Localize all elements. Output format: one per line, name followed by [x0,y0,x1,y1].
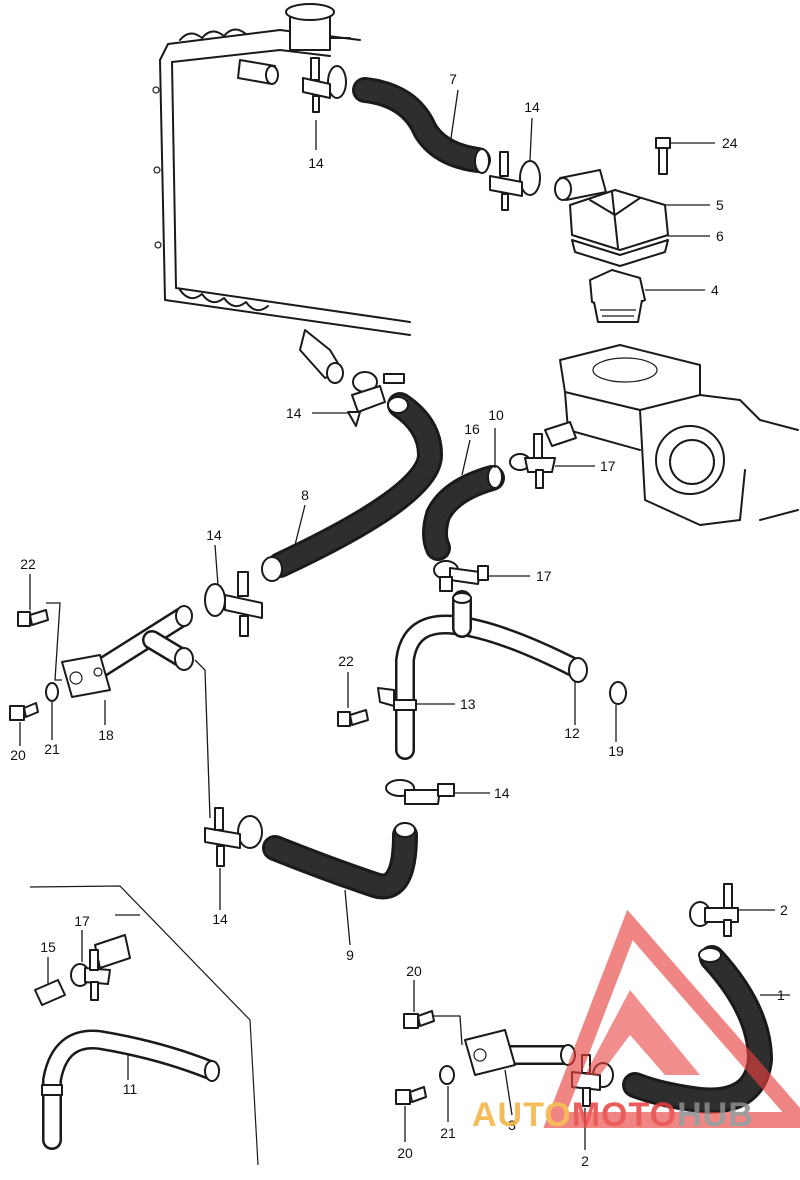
watermark-logo-triangle [543,909,800,1128]
pipe-11 [41,1029,220,1150]
water-joint-3 [464,1029,576,1076]
callout-24: 24 [722,135,738,151]
callout-3: 3 [508,1117,516,1133]
automotohub-watermark: AUTOMOTOHUB [472,909,800,1134]
callout-21: 21 [44,741,60,757]
clamp-14-mid [347,371,405,427]
water-joint-18 [61,605,194,698]
callout-12: 12 [564,725,580,741]
callout-15: 15 [40,939,56,955]
callout-14: 14 [308,155,324,171]
callout-22: 22 [338,653,354,669]
clamp-14-top-mid [489,151,541,211]
bolt-20-low [395,1086,427,1105]
callout-10: 10 [488,407,504,423]
callout-6: 6 [716,228,724,244]
callout-16: 16 [464,421,480,437]
bolt-22-right [337,709,369,727]
callout-4: 4 [711,282,719,298]
callout-20: 20 [10,747,26,763]
engine-block [544,344,799,526]
o-ring-19 [609,681,627,705]
thermostat-bolt [655,137,671,175]
radiator [152,3,411,384]
callout-2: 2 [581,1153,589,1169]
cap-15 [34,979,66,1006]
hose-1 [622,945,773,1114]
washer-21-right [439,1065,455,1085]
callout-19: 19 [608,743,624,759]
callout-14: 14 [524,99,540,115]
callout-17: 17 [536,568,552,584]
clamp-14-lower [385,779,455,805]
callout-18: 18 [98,727,114,743]
thermostat-cover [554,169,669,251]
callout-14: 14 [494,785,510,801]
watermark-hub: HUB [677,1096,754,1134]
thermostat-gasket [571,239,669,267]
callout-labels: 7 14 14 24 5 6 4 14 10 16 17 8 14 17 22 … [10,71,788,1169]
clamp-14-top-left [302,57,347,113]
callout-11: 11 [123,1081,138,1097]
hose-8 [261,392,443,582]
clamp-14-left [204,571,263,637]
clamp-17-right [509,433,556,489]
callout-7: 7 [449,71,457,87]
water-pipe-12 [377,590,588,760]
callout-13: 13 [460,696,476,712]
alt-version-outline [29,885,259,1166]
clamp-17-mid [433,560,489,592]
thermostat [589,269,646,323]
callout-17: 17 [600,458,616,474]
callout-20: 20 [406,963,422,979]
callout-5: 5 [716,197,724,213]
svg-text:AUTOMOTOHUB: AUTOMOTOHUB [472,1096,754,1134]
hose-9 [262,822,418,900]
upper-radiator-hose [352,77,491,174]
callout-22: 22 [20,556,36,572]
hose-16 [422,465,505,561]
clamp-17-alt [70,949,111,1001]
callout-14: 14 [206,527,222,543]
leader-lines [19,89,790,1150]
callout-8: 8 [301,487,309,503]
callout-14: 14 [286,405,302,421]
clamp-14-bottom [204,807,263,867]
callout-21: 21 [440,1125,456,1141]
clamp-2-top [689,883,739,937]
callout-20: 20 [397,1145,413,1161]
watermark-moto: MOTO [572,1096,677,1134]
washer-21-left [45,682,59,702]
bolt-20-mid [403,1010,435,1029]
callout-2: 2 [780,902,788,918]
callout-1: 1 [777,987,785,1003]
callout-14: 14 [212,911,228,927]
callout-17: 17 [74,913,90,929]
callout-9: 9 [346,947,354,963]
watermark-auto: AUTO [472,1096,572,1134]
bolt-22-left [17,609,49,627]
bolt-20-left [9,702,39,721]
pipe-stub [94,934,131,969]
